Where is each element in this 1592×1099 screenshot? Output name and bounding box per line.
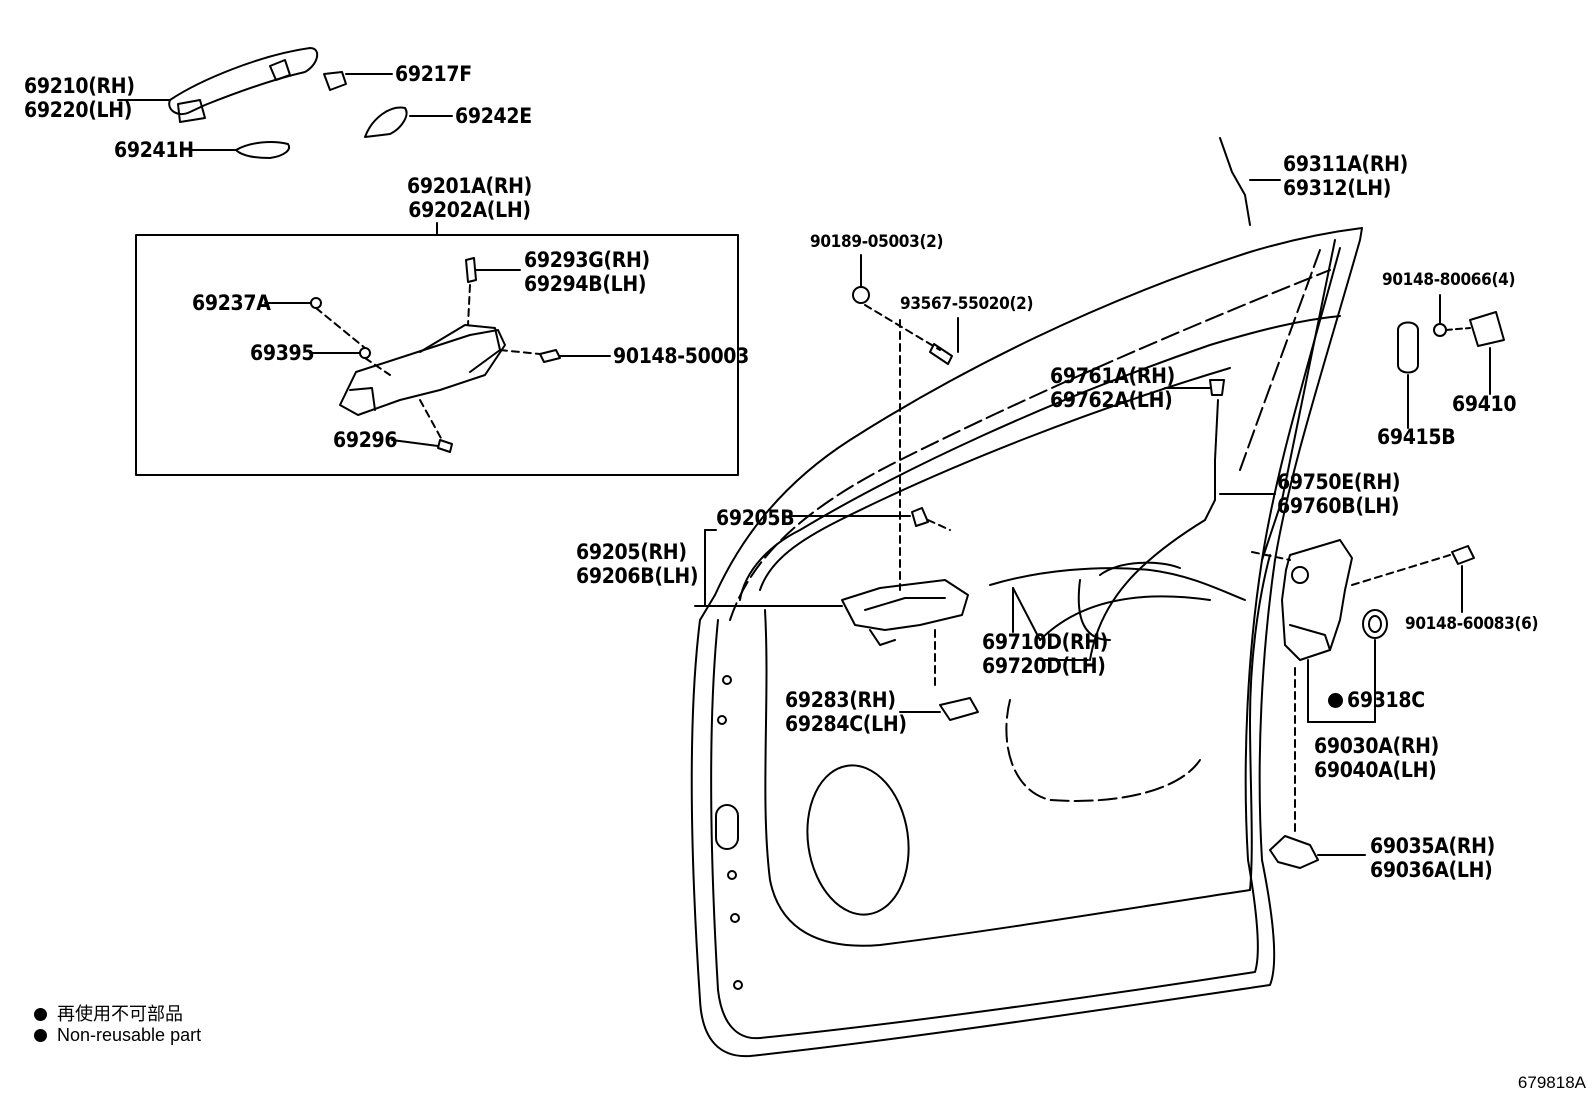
label-69720D: 69720D(LH) — [982, 654, 1106, 678]
label-69036A: 69036A(LH) — [1370, 858, 1493, 882]
label-69241H: 69241H — [114, 138, 194, 162]
label-69210: 69210(RH) — [24, 74, 135, 98]
outside-handle-parts — [117, 47, 453, 159]
label-69750E-69760B: 69750E(RH) 69760B(LH) — [1277, 470, 1401, 518]
label-69220: 69220(LH) — [24, 98, 133, 122]
label-69205B: 69205B — [716, 506, 795, 530]
label-69030A-69040A: 69030A(RH) 69040A(LH) — [1314, 734, 1439, 782]
legend-japanese-text: 再使用不可部品 — [57, 1004, 183, 1024]
diagram-code: 679818A — [1517, 1073, 1586, 1092]
label-69035A: 69035A(RH) — [1370, 834, 1495, 858]
legend-english-text: Non-reusable part — [57, 1025, 202, 1045]
label-69760B: 69760B(LH) — [1277, 494, 1400, 518]
label-69410: 69410 — [1452, 392, 1517, 416]
frame-assembly-box — [135, 222, 739, 476]
label-69035A-69036A: 69035A(RH) 69036A(LH) — [1370, 834, 1495, 882]
label-69217F: 69217F — [395, 62, 472, 86]
label-69318C-text: 69318C — [1347, 688, 1425, 712]
non-reusable-dot-icon — [34, 1029, 47, 1042]
label-90148-50003: 90148-50003 — [613, 344, 749, 368]
inside-handle-parts — [694, 254, 979, 721]
label-69311A: 69311A(RH) — [1283, 152, 1408, 176]
label-93567-55020: 93567-55020(2) — [900, 294, 1034, 314]
label-69205-69206B: 69205(RH) 69206B(LH) — [576, 540, 699, 588]
label-69030A: 69030A(RH) — [1314, 734, 1439, 758]
label-69312: 69312(LH) — [1283, 176, 1392, 200]
label-69040A: 69040A(LH) — [1314, 758, 1437, 782]
lock-parts — [1251, 294, 1505, 869]
label-69750E: 69750E(RH) — [1277, 470, 1401, 494]
legend-japanese: 再使用不可部品 — [34, 1000, 183, 1026]
label-90148-80066: 90148-80066(4) — [1382, 270, 1516, 290]
label-90148-60083: 90148-60083(6) — [1405, 614, 1539, 634]
label-69762A: 69762A(LH) — [1050, 388, 1173, 412]
label-69710D: 69710D(RH) — [982, 630, 1109, 654]
label-69395: 69395 — [250, 341, 315, 365]
label-69283-69284C: 69283(RH) 69284C(LH) — [785, 688, 907, 736]
label-69205: 69205(RH) — [576, 540, 687, 564]
cables — [989, 137, 1281, 661]
label-69210-69220: 69210(RH) 69220(LH) — [24, 74, 135, 122]
label-69761A: 69761A(RH) — [1050, 364, 1175, 388]
label-69284C: 69284C(LH) — [785, 712, 907, 736]
door-frame — [690, 227, 1363, 1058]
label-69710D-69720D: 69710D(RH) 69720D(LH) — [982, 630, 1108, 678]
non-reusable-dot-icon — [1328, 693, 1343, 708]
label-69293G: 69293G(RH) — [524, 248, 650, 272]
label-90189-05003: 90189-05003(2) — [810, 232, 944, 252]
label-69415B: 69415B — [1377, 425, 1456, 449]
label-69237A: 69237A — [192, 291, 271, 315]
legend-english: Non-reusable part — [34, 1025, 201, 1046]
label-69202A: 69202A(LH) — [408, 198, 531, 222]
label-69242E: 69242E — [455, 104, 532, 128]
label-69761A-69762A: 69761A(RH) 69762A(LH) — [1050, 364, 1175, 412]
label-69283: 69283(RH) — [785, 688, 896, 712]
label-69201A-69202A: 69201A(RH) 69202A(LH) — [407, 174, 532, 222]
non-reusable-dot-icon — [34, 1008, 47, 1021]
label-69293G-69294B: 69293G(RH) 69294B(LH) — [524, 248, 650, 296]
label-69318C: 69318C — [1328, 688, 1425, 712]
label-69311A-69312: 69311A(RH) 69312(LH) — [1283, 152, 1408, 200]
label-69294B: 69294B(LH) — [524, 272, 647, 296]
label-69206B: 69206B(LH) — [576, 564, 699, 588]
label-69296: 69296 — [333, 428, 398, 452]
label-69201A: 69201A(RH) — [407, 174, 532, 198]
